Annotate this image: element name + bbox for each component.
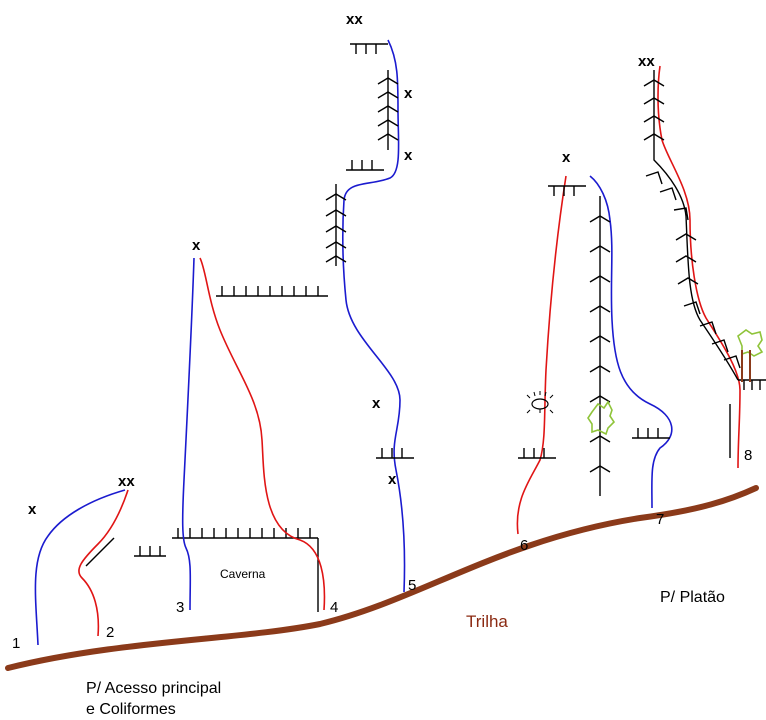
ledge-left (134, 546, 166, 557)
vegetation-icon (587, 400, 616, 436)
route-5-ledge-top (350, 43, 388, 54)
route-8-number: 8 (744, 447, 752, 464)
route-1-mark: x (28, 501, 37, 518)
route-5-mark-1: x (404, 85, 413, 102)
route-2-number: 2 (106, 624, 114, 641)
route-2-crack (85, 537, 115, 567)
route-7-crack (589, 196, 611, 496)
route-6-ledge-top (548, 185, 586, 196)
route-3-number: 3 (176, 599, 184, 616)
route-8-crack (643, 70, 741, 381)
route-5-mark-4: x (388, 471, 397, 488)
route-8-line (657, 65, 741, 469)
route-2-mark: xx (118, 473, 135, 490)
to-access-label-line1: P/ Acesso principal (86, 680, 221, 697)
route-3-line (181, 257, 195, 611)
route-6-line (516, 175, 567, 535)
route-5-crack-upper (377, 70, 399, 150)
route-7-line (589, 175, 673, 509)
route-5-mark-3: x (372, 395, 381, 412)
route-5-mark-top: xx (346, 11, 363, 28)
route-1-number: 1 (12, 635, 20, 652)
route-5-ledge-mid (346, 160, 384, 171)
eye-icon (526, 391, 554, 414)
to-access-label-line2: e Coliformes (86, 701, 176, 718)
route-2-line (78, 489, 129, 637)
route-3-mark: x (192, 237, 201, 254)
ledge-middle (216, 286, 328, 297)
cave-label: Caverna (220, 567, 266, 581)
tree-icon (737, 329, 764, 382)
route-6-ledge-bottom (518, 448, 556, 459)
route-6-number: 6 (520, 537, 528, 554)
route-4-number: 4 (330, 599, 338, 616)
trail-label: Trilha (466, 612, 508, 631)
to-platao-label: P/ Platão (660, 589, 725, 606)
route-5-number: 5 (408, 577, 416, 594)
route-5-ledge-bottom (376, 448, 414, 459)
route-5-line (341, 39, 406, 593)
route-8-mark: xx (638, 53, 655, 70)
trail-line (5, 485, 759, 671)
route-5-mark-2: x (404, 147, 413, 164)
route-6-mark: x (562, 149, 571, 166)
route-1-line (34, 489, 126, 646)
route-7-ledge (632, 428, 670, 439)
route-5-crack-lower (325, 184, 347, 266)
route-7-number: 7 (656, 511, 664, 528)
route-4-line (199, 257, 326, 611)
